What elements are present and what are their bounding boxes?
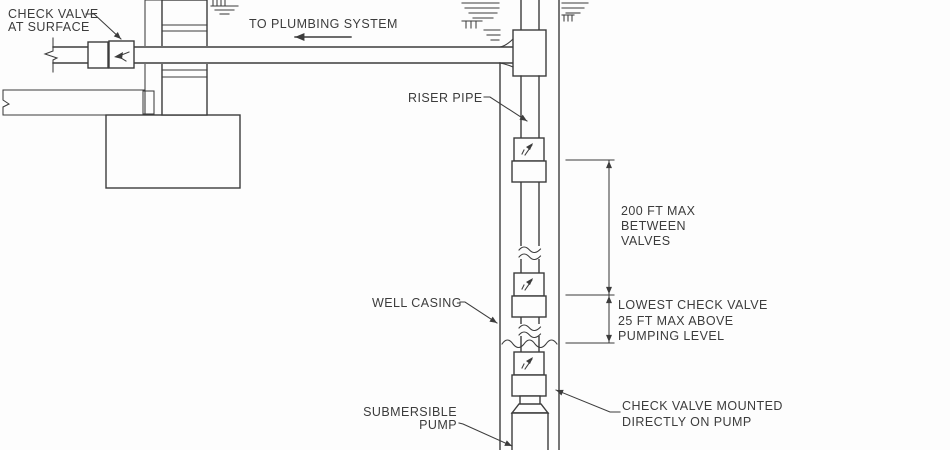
slab-key-hatch bbox=[142, 90, 155, 115]
submersible-pump-body bbox=[510, 395, 550, 450]
label-lowest-check-valve-3: PUMPING LEVEL bbox=[618, 329, 725, 343]
leader-well-casing bbox=[459, 301, 498, 324]
label-submersible-pump-2: PUMP bbox=[419, 418, 457, 432]
leader-submersible-pump bbox=[458, 422, 513, 447]
label-riser-pipe: RISER PIPE bbox=[408, 91, 483, 105]
riser-tee-fitting bbox=[512, 29, 547, 77]
fitting-fillet-bottom bbox=[499, 62, 514, 68]
fitting-fillet-top bbox=[499, 38, 514, 48]
ground-hatch-icon bbox=[461, 2, 501, 41]
flow-arrow-icon bbox=[114, 51, 130, 62]
wall-joint-lines bbox=[161, 24, 208, 78]
well-section bbox=[461, 0, 589, 450]
label-valve-spacing-3: VALVES bbox=[621, 234, 670, 248]
pumping-level-waterline bbox=[501, 339, 558, 349]
pipe-break-symbol bbox=[43, 37, 59, 73]
ground-hatch-icon bbox=[210, 0, 239, 15]
label-check-valve-surface-1: CHECK VALVE bbox=[8, 7, 99, 21]
riser-pipe-top-segment bbox=[520, 0, 540, 31]
dimension-extension-lines bbox=[565, 159, 615, 344]
label-submersible-pump-1: SUBMERSIBLE bbox=[363, 405, 457, 419]
label-check-valve-surface-2: AT SURFACE bbox=[8, 20, 90, 34]
pipe-break-symbol bbox=[517, 324, 543, 339]
union-coupling bbox=[87, 41, 109, 69]
leader-riser-pipe bbox=[483, 96, 528, 122]
riser-pipe bbox=[520, 75, 540, 353]
label-lowest-check-valve-1: LOWEST CHECK VALVE bbox=[618, 298, 768, 312]
ground-hatch-icon bbox=[561, 2, 589, 22]
label-lowest-check-valve-2: 25 FT MAX ABOVE bbox=[618, 314, 734, 328]
coupling-2 bbox=[511, 295, 547, 318]
leader-check-valve-surface bbox=[85, 13, 122, 40]
label-well-casing: WELL CASING bbox=[372, 296, 462, 310]
label-check-valve-on-pump-1: CHECK VALVE MOUNTED bbox=[622, 399, 783, 413]
floor-slab bbox=[2, 89, 146, 116]
label-to-plumbing-system: TO PLUMBING SYSTEM bbox=[249, 17, 398, 31]
pipe-break-symbol bbox=[517, 246, 543, 261]
coupling-3 bbox=[511, 374, 547, 397]
discharge-pipe-body bbox=[53, 46, 513, 64]
coupling-1 bbox=[511, 160, 547, 183]
leader-check-valve-on-pump bbox=[555, 389, 621, 413]
label-valve-spacing-2: BETWEEN bbox=[621, 219, 686, 233]
label-valve-spacing-1: 200 FT MAX bbox=[621, 204, 696, 218]
label-check-valve-on-pump-2: DIRECTLY ON PUMP bbox=[622, 415, 752, 429]
concrete-footing bbox=[105, 114, 241, 189]
